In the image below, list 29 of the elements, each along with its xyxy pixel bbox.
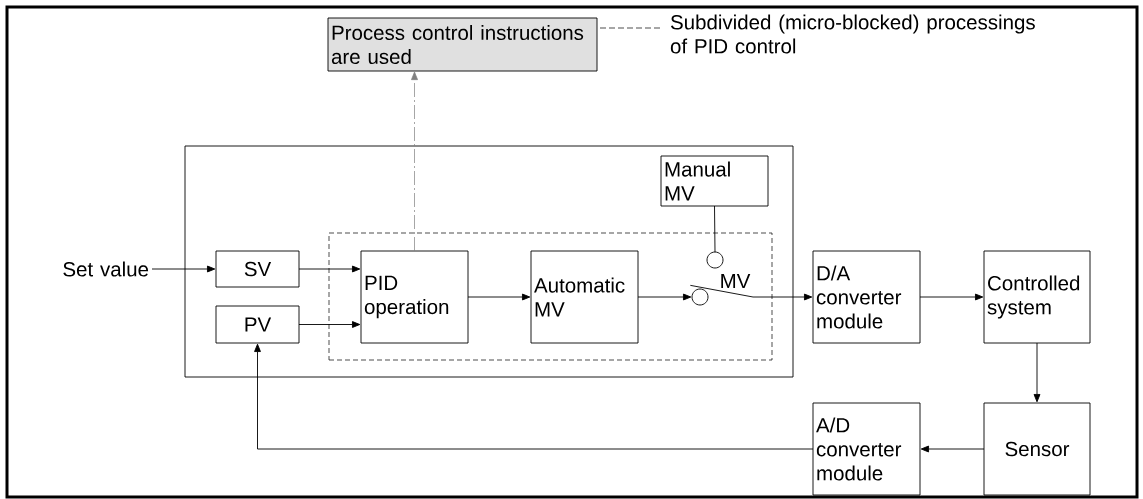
process-box: D/A converter module [812,250,921,344]
process-box: PV [215,305,300,344]
arrow [689,284,813,301]
process-box: PID operation [360,250,469,344]
process-box: Process control instructions are used [327,17,598,72]
note-text: Subdivided (micro-blocked) processings of PID control [670,14,1035,54]
process-box: Controlled system [983,250,1091,344]
dashed-boundary [328,232,773,361]
block-frame [184,145,794,378]
edge-label: MV [718,272,752,290]
arrow [411,71,418,252]
arrow [919,293,984,301]
arrow [254,343,814,450]
arrow [151,265,216,273]
process-box: Automatic MV [530,250,639,344]
switch-contact [706,251,724,269]
arrow [637,293,692,301]
arrow [467,293,531,301]
connector-line [714,205,716,253]
process-box: SV [215,250,300,288]
process-box: Sensor [983,402,1091,496]
arrow [920,445,985,453]
input-label: Set value [63,261,149,277]
switch-contact [691,288,709,306]
arrow [1033,342,1041,403]
arrow [298,265,361,273]
process-box: A/D converter module [812,402,921,496]
arrow [298,321,361,328]
process-box: Manual MV [660,155,769,207]
